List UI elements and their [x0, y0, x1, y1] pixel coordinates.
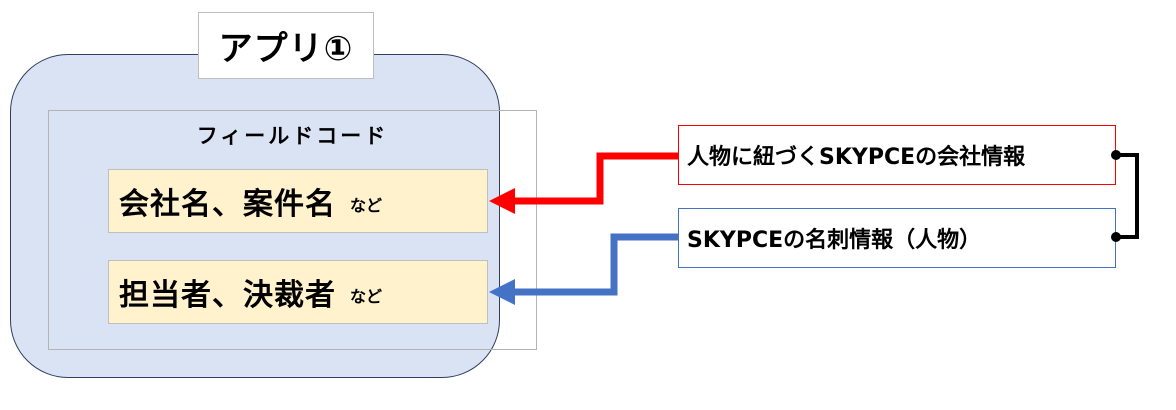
field-person-decider: 担当者、決裁者 など: [108, 260, 488, 324]
app-title: アプリ①: [198, 12, 374, 79]
blue-connector-line: [515, 233, 678, 296]
field-code-panel: [48, 110, 537, 350]
bracket-dot-bottom: [1111, 232, 1121, 242]
field-suffix: など: [350, 287, 383, 306]
field-suffix: など: [350, 196, 383, 215]
field-label: 会社名、案件名: [119, 187, 336, 222]
source-label: 人物に紐づくSKYPCEの会社情報: [687, 145, 1026, 170]
field-label: 担当者、決裁者: [119, 278, 336, 313]
field-company-project: 会社名、案件名 など: [108, 169, 488, 233]
bracket-dot-top: [1111, 150, 1121, 160]
source-label: SKYPCEの名刺情報（人物）: [687, 228, 982, 253]
field-code-heading: フィールドコード: [196, 124, 389, 148]
source-business-card-info: SKYPCEの名刺情報（人物）: [678, 208, 1116, 268]
red-connector-line: [515, 152, 678, 205]
source-company-info: 人物に紐づくSKYPCEの会社情報: [678, 125, 1116, 185]
blue-arrowhead: [489, 279, 515, 305]
bracket-link-line: [1116, 153, 1139, 239]
red-arrowhead: [489, 188, 515, 214]
